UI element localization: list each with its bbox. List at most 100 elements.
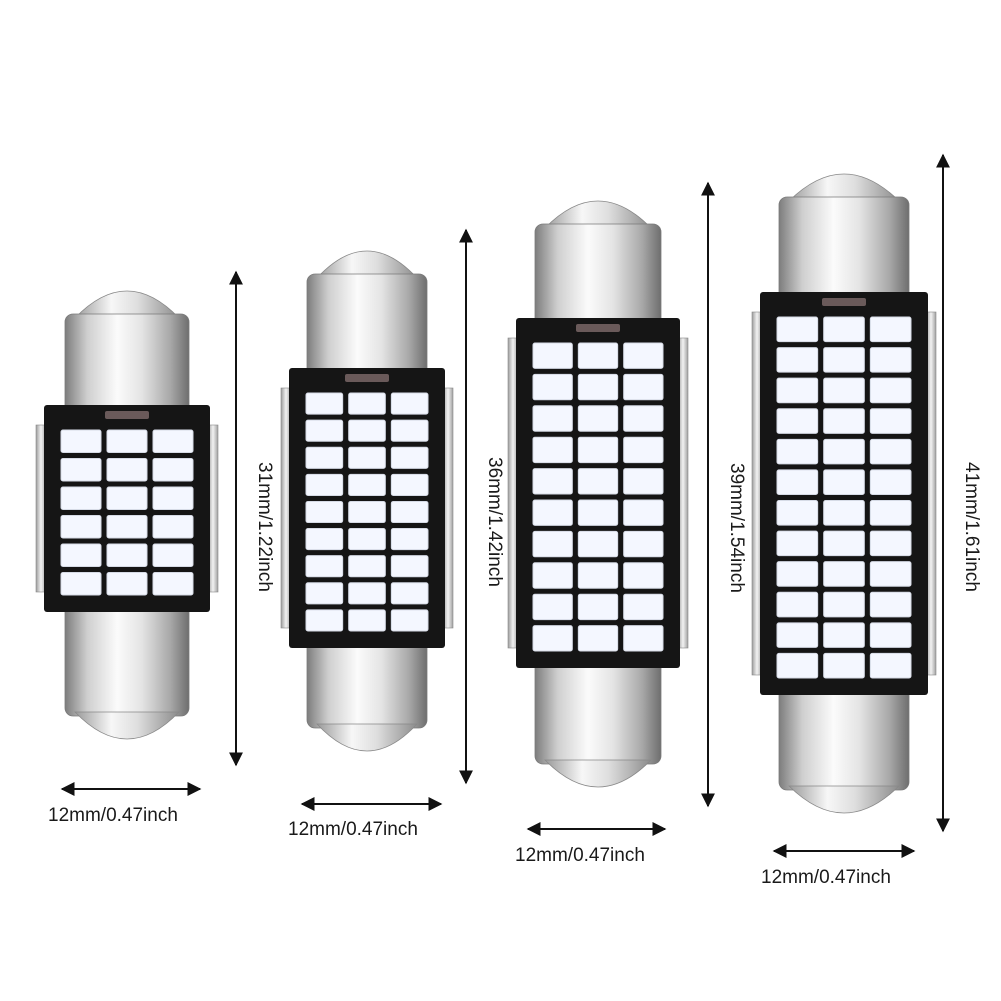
led-chip <box>305 473 344 496</box>
led-chip <box>152 515 194 539</box>
width-label-39mm: 12mm/0.47inch <box>515 845 645 866</box>
led-chip <box>776 591 819 618</box>
led-chip <box>106 515 148 539</box>
led-chip <box>348 500 386 524</box>
top-cap <box>64 313 190 416</box>
led-chip <box>106 429 148 453</box>
led-chip <box>823 408 865 434</box>
length-label-41mm: 41mm/1.61inch <box>961 462 982 592</box>
top-cap <box>306 273 428 379</box>
led-chip <box>532 342 573 369</box>
bottom-cap <box>64 601 190 717</box>
led-chip <box>305 446 344 469</box>
bottom-cap <box>778 684 910 791</box>
led-chip <box>390 473 429 496</box>
led-chip <box>577 468 619 495</box>
led-chip <box>577 436 619 464</box>
led-chip <box>776 530 819 557</box>
led-chip <box>532 593 573 621</box>
led-chip <box>390 528 429 551</box>
led-chip <box>577 530 619 558</box>
led-chip <box>305 528 344 551</box>
led-chip <box>776 622 819 648</box>
top-cap <box>778 196 910 303</box>
led-chip <box>776 652 819 679</box>
led-chip <box>152 429 194 453</box>
led-chip <box>869 438 912 465</box>
led-chip <box>305 392 344 415</box>
width-label-41mm: 12mm/0.47inch <box>761 867 891 888</box>
led-chip <box>348 392 386 415</box>
bottom-tip <box>316 723 418 752</box>
led-chip <box>823 530 865 557</box>
led-chip <box>623 625 664 652</box>
length-label-31mm: 31mm/1.22inch <box>254 462 275 592</box>
led-chip <box>869 500 912 526</box>
led-chip <box>532 562 573 589</box>
led-chip <box>305 419 344 442</box>
led-chip <box>623 530 664 558</box>
led-chip <box>776 316 819 343</box>
led-chip <box>623 593 664 621</box>
pcb-pad <box>576 324 620 332</box>
led-chip <box>348 582 386 605</box>
led-chip <box>532 405 573 432</box>
led-chip <box>823 500 865 526</box>
top-cap <box>534 223 662 329</box>
led-chip <box>623 436 664 464</box>
led-chip <box>390 446 429 469</box>
led-chip <box>823 622 865 648</box>
length-label-39mm: 39mm/1.54inch <box>726 463 747 593</box>
led-chip <box>869 652 912 679</box>
led-chip <box>577 593 619 621</box>
led-chip <box>623 468 664 495</box>
led-chip <box>776 377 819 404</box>
led-chip <box>577 373 619 401</box>
led-chip <box>532 373 573 401</box>
led-chip <box>106 458 148 482</box>
led-chip <box>305 500 344 524</box>
led-chip <box>623 499 664 526</box>
led-chip <box>60 543 102 567</box>
bottom-cap <box>534 657 662 765</box>
led-chip <box>776 500 819 526</box>
led-chip <box>869 316 912 343</box>
led-chip <box>823 316 865 343</box>
led-chip <box>776 561 819 587</box>
led-chip <box>348 473 386 496</box>
led-chip <box>60 515 102 539</box>
bottom-tip <box>74 711 180 740</box>
led-chip <box>869 377 912 404</box>
bottom-tip <box>788 785 900 814</box>
led-chip <box>390 582 429 605</box>
led-chip <box>60 572 102 596</box>
bulb-3 <box>507 200 689 788</box>
led-chip <box>152 486 194 510</box>
led-chip <box>390 500 429 524</box>
led-chip <box>776 408 819 434</box>
width-label-31mm: 12mm/0.47inch <box>48 805 178 826</box>
led-chip <box>532 530 573 558</box>
led-chip <box>106 543 148 567</box>
width-label-36mm: 12mm/0.47inch <box>288 819 418 840</box>
bottom-cap <box>306 637 428 729</box>
led-chip <box>869 591 912 618</box>
led-chip <box>869 561 912 587</box>
led-chip <box>869 408 912 434</box>
length-label-36mm: 36mm/1.42inch <box>484 457 505 587</box>
led-chip <box>305 609 344 632</box>
led-chip <box>532 625 573 652</box>
led-chip <box>152 458 194 482</box>
led-chip <box>776 347 819 373</box>
bulb-2 <box>280 250 454 752</box>
led-chip <box>623 342 664 369</box>
led-chip <box>823 561 865 587</box>
led-chip <box>348 446 386 469</box>
led-chip <box>532 499 573 526</box>
led-chip <box>390 392 429 415</box>
led-chip <box>152 572 194 596</box>
led-chip <box>577 562 619 589</box>
led-chip <box>106 486 148 510</box>
led-chip <box>869 469 912 495</box>
led-chip <box>532 436 573 464</box>
